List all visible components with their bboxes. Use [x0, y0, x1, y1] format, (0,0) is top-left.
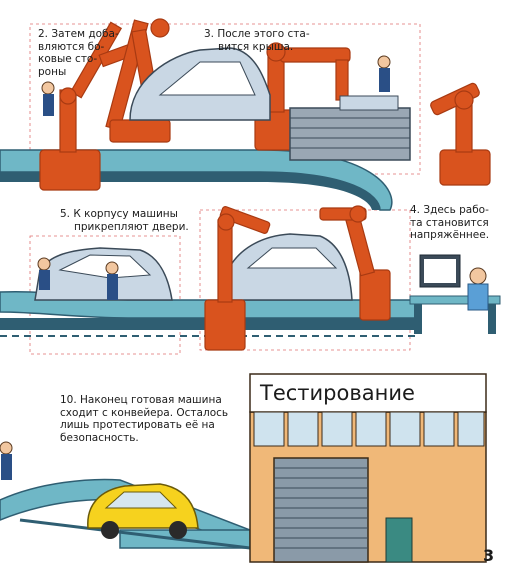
caption-line: 2. Затем доба-	[38, 28, 119, 40]
caption-line: вляются бо-	[38, 40, 105, 53]
page-number: 3	[483, 546, 495, 565]
robot-arm-6	[319, 205, 391, 321]
car-body-middle-2	[224, 233, 353, 301]
caption-line: 4. Здесь рабо-	[410, 204, 489, 216]
robot-arm-5	[204, 206, 271, 351]
caption-line: 3. После этого ста-	[204, 28, 310, 40]
caption-step-3: 3. После этого ста- вится крыша.	[204, 28, 310, 53]
robot-arm-4	[430, 82, 491, 186]
roof-press	[289, 95, 411, 161]
testing-sign: Тестирование	[260, 381, 415, 405]
caption-step-2: 2. Затем доба- вляются бо- ковые сто- ро…	[38, 28, 119, 78]
caption-step-10: 10. Наконец готовая машина сходит с конв…	[60, 394, 228, 444]
caption-line: лишь протестировать её на	[60, 419, 215, 431]
caption-line: безопасность.	[60, 431, 139, 444]
caption-line: сходит с конвейера. Осталось	[60, 406, 229, 419]
caption-line: напряжённее.	[410, 229, 490, 241]
caption-line: ковые сто-	[38, 53, 98, 65]
caption-line: 5. К корпусу машины	[60, 208, 178, 220]
testing-building	[249, 373, 487, 563]
caption-step-5: 5. К корпусу машины прикрепляют двери.	[60, 208, 189, 233]
caption-line: та становится	[410, 216, 489, 229]
yellow-car	[87, 483, 199, 539]
caption-line: прикрепляют двери.	[74, 220, 189, 233]
car-body-middle-1	[34, 247, 173, 301]
robot-arm-1	[39, 21, 142, 191]
car-body-upper	[129, 47, 271, 121]
caption-line: 10. Наконец готовая машина	[60, 394, 222, 406]
caption-line: роны	[38, 65, 67, 78]
caption-step-4: 4. Здесь рабо- та становится напряжённее…	[410, 204, 489, 242]
caption-line: вится крыша.	[218, 40, 294, 53]
worker-figure	[0, 55, 391, 480]
workstation	[409, 254, 501, 334]
